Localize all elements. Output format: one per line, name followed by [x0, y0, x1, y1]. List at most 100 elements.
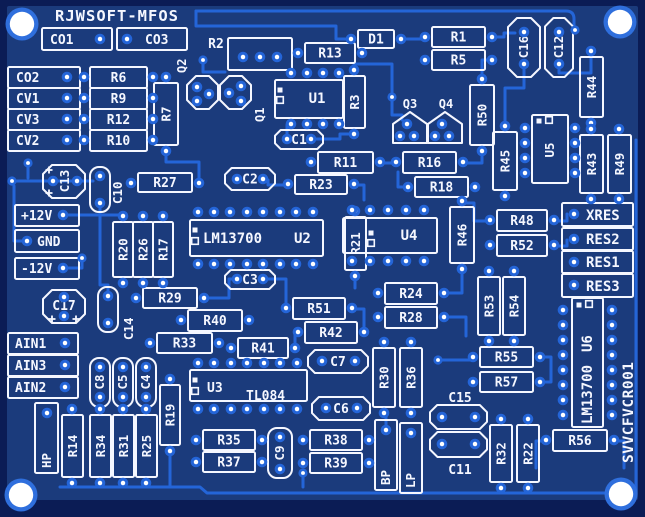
r34-label: R34: [93, 435, 108, 458]
c2-label: C2: [242, 173, 258, 188]
u6-pad: [606, 364, 618, 376]
c2-pad: [257, 173, 269, 185]
component-r55: R55: [479, 346, 534, 368]
pin1-mark: [576, 302, 582, 308]
r6-pad: [147, 71, 159, 83]
u5-pad: [569, 152, 581, 164]
u4-pad: [418, 255, 430, 267]
component-r49: R49: [607, 134, 632, 194]
ain2-outline: [7, 376, 79, 399]
u1-pad: [333, 118, 345, 130]
component-n12v: -12V: [14, 257, 80, 280]
r48-pad: [484, 214, 496, 226]
r42-pad: [358, 326, 370, 338]
component-r3: R3: [343, 75, 366, 129]
u6-pad: [557, 304, 569, 316]
c15-label: C15: [448, 391, 471, 406]
r38-outline: [309, 429, 363, 451]
c8-pad: [94, 361, 106, 373]
component-r42: R42: [304, 321, 358, 344]
r9-pad: [78, 92, 90, 104]
r54-label: R54: [507, 295, 522, 318]
component-c7: C7: [307, 349, 369, 374]
c6-outline: [311, 396, 371, 421]
u2-pad: [290, 206, 302, 218]
u1-pad: [317, 67, 329, 79]
mounting-hole: [604, 477, 638, 511]
component-r30: R30: [372, 347, 396, 408]
c15-pad: [469, 411, 481, 423]
r32-pad: [495, 413, 507, 425]
u2-pad: [192, 258, 204, 270]
u6-pad: [557, 319, 569, 331]
r39-pad: [363, 457, 375, 469]
r52-pad: [484, 239, 496, 251]
mounting-hole: [603, 5, 637, 39]
r43-pad: [585, 193, 597, 205]
r27-pad: [125, 177, 137, 189]
component-c14: C14: [97, 286, 136, 340]
p12v-label: +12V: [21, 209, 52, 224]
pin1-mark: [366, 238, 376, 248]
u3-pad: [274, 357, 286, 369]
c1-outline: [274, 129, 324, 150]
r56-label: R56: [568, 434, 592, 449]
r30-outline: [372, 347, 396, 408]
r27-outline: [137, 172, 193, 193]
component-c6: C6: [311, 396, 371, 421]
lp-outline: [399, 422, 423, 494]
c8-label: C8: [92, 374, 107, 389]
r42-outline: [304, 321, 358, 344]
component-bp: BP: [374, 419, 398, 491]
cv3-pad: [61, 113, 73, 125]
r46-pad: [456, 263, 468, 275]
c6-label: C6: [333, 402, 349, 417]
pads-layer: [4, 5, 638, 512]
component-r48: R48: [496, 209, 548, 232]
c17-label: C17: [52, 299, 75, 314]
xres-pad: [568, 208, 580, 220]
u6-pad: [606, 409, 618, 421]
r24-pad: [438, 287, 450, 299]
r10-outline: [89, 129, 148, 152]
via: [77, 253, 87, 263]
r25-label: R25: [139, 435, 154, 458]
component-u5: U5: [531, 114, 569, 184]
r28-pad: [438, 311, 450, 323]
u2-sublabel: U2: [294, 231, 311, 247]
component-r38: R38: [309, 429, 363, 451]
u3-pad: [241, 403, 253, 415]
c17-outline: [42, 289, 86, 324]
u5-pad: [569, 167, 581, 179]
u4-pad: [382, 204, 394, 216]
u5-pad: [519, 152, 531, 164]
q3-label: Q3: [403, 97, 417, 111]
r30-pad: [378, 336, 390, 348]
u2-pad: [208, 258, 220, 270]
r23-outline: [294, 174, 348, 195]
via: [433, 355, 443, 365]
r28-pad: [372, 311, 384, 323]
r48-pad: [548, 214, 560, 226]
res1-label: RES1: [586, 255, 620, 271]
r24-label: R24: [399, 287, 423, 302]
r11-outline: [317, 151, 374, 174]
u4-pad: [346, 255, 358, 267]
r31-label: R31: [116, 435, 131, 458]
r39-outline: [309, 452, 363, 474]
c7-pad: [349, 355, 361, 367]
c12-label: C12: [551, 36, 566, 59]
u3-label: U3: [207, 381, 223, 396]
r17-pad: [157, 210, 169, 222]
r10-label: R10: [107, 134, 131, 149]
r3-pad: [348, 128, 360, 140]
r22-label: R22: [521, 442, 536, 465]
p12v-outline: [14, 204, 80, 227]
r19-outline: [159, 384, 181, 446]
u1-pad: [285, 118, 297, 130]
u2-pad: [290, 258, 302, 270]
r24-pad: [372, 287, 384, 299]
r7-label: R7: [159, 106, 174, 121]
u5-pad: [519, 122, 531, 134]
